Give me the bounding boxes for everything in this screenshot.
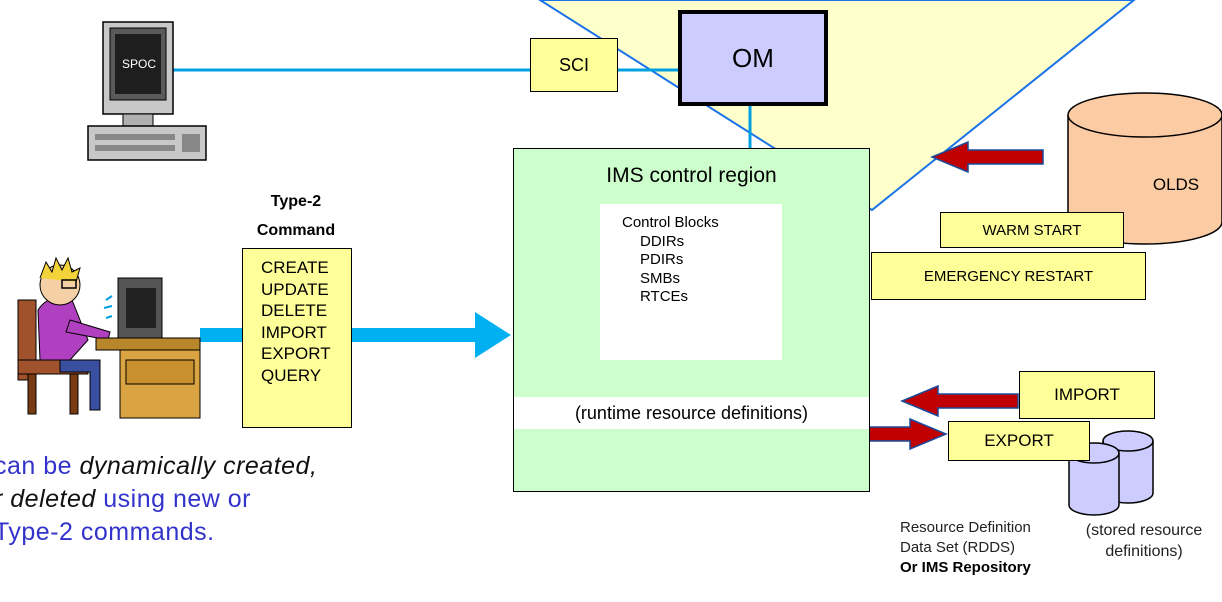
stored-line2: definitions) [1105,543,1183,560]
import-label: IMPORT [1054,385,1120,404]
command-query: QUERY [261,365,322,385]
caption-line1-a: can be [0,452,80,480]
dynamic-resources-caption: can be dynamically created, r deleted us… [0,450,514,549]
repository-label: Or IMS Repository [900,559,1031,576]
type2-title-line2: Command [256,222,336,239]
control-blocks-panel: Control Blocks DDIRs PDIRs SMBs RTCEs [600,204,782,360]
stored-definitions-caption: (stored resource definitions) [1066,520,1222,562]
caption-line1-b: dynamically created, [79,452,318,480]
sci-label: SCI [558,54,589,75]
emergency-restart-box: EMERGENCY RESTART [871,252,1146,300]
emergency-restart-label: EMERGENCY RESTART [923,267,1094,285]
control-block-ddirs: DDIRs [640,232,685,250]
person-at-desk-icon [17,256,201,419]
caption-line2: r deleted using new or [0,483,514,516]
command-export: EXPORT [261,344,331,363]
type2-title: Type-2 Command [234,187,358,245]
warm-start-label: WARM START [982,221,1082,239]
control-blocks-heading: Control Blocks [622,214,719,231]
spoc-label: SPOC [121,57,156,71]
spoc-computer-icon [87,21,207,161]
caption-line1: can be dynamically created, [0,450,514,483]
caption-line3: Type-2 commands. [0,518,215,546]
export-box: EXPORT [948,421,1090,461]
olds-arrow [930,140,1044,174]
type2-commands-box: CREATE UPDATE DELETE IMPORT EXPORT QUERY [242,248,352,428]
om-label: OM [732,42,774,73]
olds-label: OLDS [1152,175,1200,194]
command-delete: DELETE [261,301,328,320]
warm-start-box: WARM START [940,212,1124,248]
om-box: OM [678,10,828,106]
type2-title-line1: Type-2 [270,193,322,210]
import-arrow [900,384,1019,418]
command-import: IMPORT [261,322,327,342]
sci-box: SCI [530,38,618,92]
caption-line2-a: r deleted [0,485,96,513]
export-label: EXPORT [984,431,1054,450]
command-create: CREATE [261,258,329,277]
import-box: IMPORT [1019,371,1155,419]
rdds-caption: Resource Definition Data Set (RDDS) Or I… [900,518,1070,578]
command-arrow [350,312,511,358]
runtime-definitions-band: (runtime resource definitions) [514,397,869,429]
control-block-rtces: RTCEs [640,288,689,305]
rdds-line2: Data Set (RDDS) [900,539,1016,556]
rdds-line1: Resource Definition [900,519,1031,536]
ims-region-title: IMS control region [606,164,777,187]
control-block-smbs: SMBs [640,269,681,287]
command-update: UPDATE [261,279,329,299]
control-block-pdirs: PDIRs [640,251,684,268]
stored-line1: (stored resource [1085,522,1203,539]
caption-line2-b: using new or [95,485,251,513]
runtime-definitions-label: (runtime resource definitions) [574,402,809,423]
